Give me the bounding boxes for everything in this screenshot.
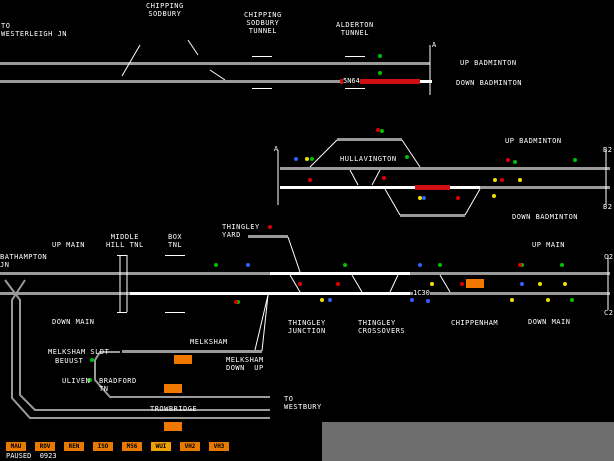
function-button-wui[interactable]: WUI — [151, 442, 171, 451]
train-berth-block[interactable] — [164, 384, 182, 393]
label-bradford-tn: BRADFORD TN — [99, 377, 137, 393]
label-marker-c2: C2 — [604, 253, 614, 261]
label-to-westbury: TO WESTBURY — [284, 395, 322, 411]
function-button-rov[interactable]: ROV — [35, 442, 55, 451]
label-marker-c2b: C2 — [604, 309, 614, 317]
label-down-badminton-mid: DOWN BADMINTON — [512, 213, 579, 221]
label-marker-a-top: A — [432, 41, 437, 49]
label-alderton-tunnel: ALDERTON TUNNEL — [336, 21, 374, 37]
track-up-top — [0, 62, 340, 65]
function-button-m56[interactable]: M56 — [122, 442, 142, 451]
label-thingley-crossovers: THINGLEY CROSSOVERS — [358, 319, 406, 335]
label-down-main-right: DOWN MAIN — [528, 318, 571, 326]
label-to-westerleigh: TO WESTERLEIGH JN — [1, 22, 68, 38]
train-description-berth[interactable]: 1C30 — [413, 289, 430, 297]
label-thingley-junction: THINGLEY JUNCTION — [288, 319, 326, 335]
label-melksham: MELKSHAM — [190, 338, 228, 346]
label-up-badminton-mid: UP BADMINTON — [505, 137, 562, 145]
label-up-main-right: UP MAIN — [532, 241, 566, 249]
label-uliven: ULIVEN — [62, 377, 91, 385]
info-panel — [322, 422, 614, 461]
function-button-vh3[interactable]: VH3 — [209, 442, 229, 451]
train-berth-block[interactable] — [174, 355, 192, 364]
label-thingley-yard: THINGLEY YARD — [222, 223, 260, 239]
track-hull-occupied — [415, 185, 450, 190]
label-chipping-sodbury: CHIPPING SODBURY — [146, 2, 184, 18]
label-box-tnl: BOX TNL — [168, 233, 183, 249]
label-marker-b2: B2 — [603, 146, 613, 154]
function-button-ren[interactable]: REN — [64, 442, 84, 451]
label-hullavington: HULLAVINGTON — [340, 155, 397, 163]
track-up-top-r — [340, 62, 430, 65]
label-chippenham: CHIPPENHAM — [451, 319, 499, 327]
train-description-berth[interactable]: 5N64 — [343, 77, 360, 85]
track-down-top — [0, 80, 340, 83]
label-trowbridge: TROWBRIDGE — [150, 405, 198, 413]
label-up-main-left: UP MAIN — [52, 241, 86, 249]
label-up-badminton-top: UP BADMINTON — [460, 59, 517, 67]
label-bathampton-jn: BATHAMPTON JN — [0, 253, 48, 269]
label-melksham-down-up: MELKSHAM DOWN UP — [226, 356, 264, 372]
function-button-iso[interactable]: ISO — [93, 442, 113, 451]
status-text: PAUSED 0923 — [6, 452, 57, 460]
train-berth-block[interactable] — [466, 279, 484, 288]
function-button-vh2[interactable]: VH2 — [180, 442, 200, 451]
function-button-mau[interactable]: MAU — [6, 442, 26, 451]
label-beuust: BEUUST — [55, 357, 84, 365]
track-down-top-end — [420, 80, 432, 83]
label-down-badminton-top: DOWN BADMINTON — [456, 79, 523, 87]
label-marker-a-mid: A — [274, 145, 279, 153]
track-down-top-occupied — [340, 79, 420, 84]
label-chipping-sodbury-tunnel: CHIPPING SODBURY TUNNEL — [244, 11, 282, 35]
train-berth-block[interactable] — [164, 422, 182, 431]
label-melksham-sldt: MELKSHAM SLDT — [48, 348, 110, 356]
label-middle-hill-tnl: MIDDLE HILL TNL — [106, 233, 144, 249]
label-marker-b2b: B2 — [603, 203, 613, 211]
label-down-main-left: DOWN MAIN — [52, 318, 95, 326]
